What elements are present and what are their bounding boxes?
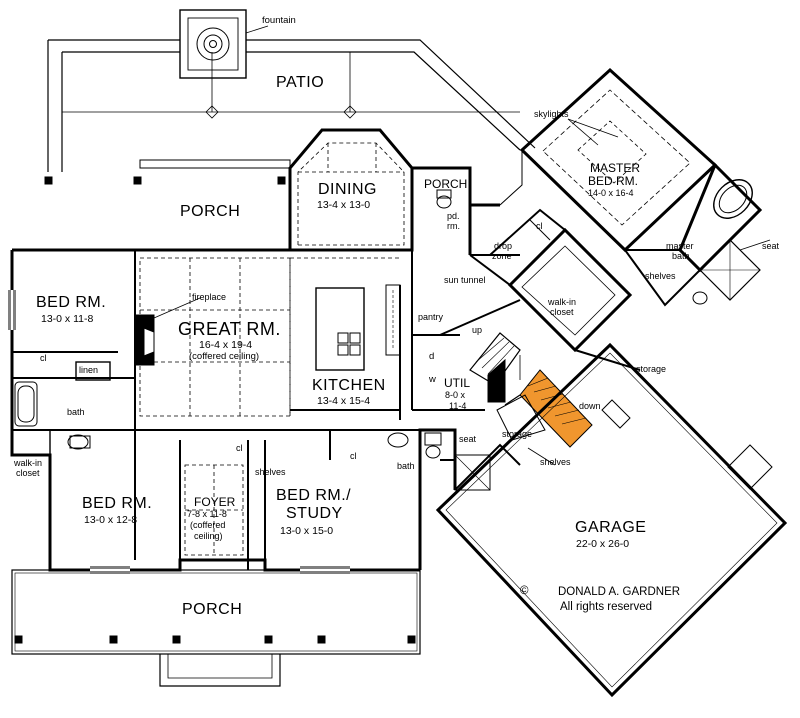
drop-zone-label-2: zone [492, 251, 512, 261]
foyer-coffer [184, 464, 244, 556]
bed-walkin-label-2: closet [16, 468, 40, 478]
foyer-label: FOYER [194, 495, 236, 509]
storage-label-2: storage [502, 429, 533, 439]
kitchen-label: KITCHEN [312, 377, 386, 394]
dryer-label: d [429, 351, 435, 362]
washer-label: w [429, 374, 436, 385]
stair [469, 332, 593, 466]
study-bath-label: bath [397, 461, 415, 471]
copyright-symbol: © [520, 585, 529, 597]
kitchen-size: 13-4 x 15-4 [317, 395, 371, 407]
walkin-closet-master-2: closet [550, 307, 574, 317]
fountain-label: fountain [262, 15, 296, 26]
dining-label: DINING [318, 181, 377, 198]
great-room-coffer-grid [139, 257, 400, 417]
master-seat-label: seat [762, 241, 780, 251]
rear-porch [12, 159, 291, 252]
study-label-1: BED RM./ [276, 487, 352, 504]
seat-label-2: seat [459, 434, 477, 444]
bed-bath-label: bath [67, 407, 85, 417]
storage-label-1: storage [636, 364, 667, 374]
master-label-1: MASTER [590, 161, 641, 175]
great-room-label: GREAT RM. [178, 319, 281, 339]
master-wing [439, 67, 771, 371]
master-shelves-label: shelves [645, 271, 676, 281]
stair-down-label: down [579, 401, 601, 411]
walkin-closet-master-1: walk-in [548, 297, 577, 307]
foyer-note-2: ceiling) [194, 531, 223, 541]
copyright-line-2: All rights reserved [560, 601, 653, 613]
bed-walkin-label-1: walk-in [14, 458, 43, 468]
study-cl-label: cl [350, 451, 357, 461]
patio-label: PATIO [276, 74, 325, 91]
bed1-size: 13-0 x 11-8 [41, 313, 94, 325]
pantry-label: pantry [418, 312, 444, 322]
skylights-label: skylights [534, 109, 569, 119]
fountain-symbol [179, 9, 269, 79]
dining-size: 13-4 x 13-0 [317, 199, 371, 211]
stair-highlight [519, 369, 593, 448]
study-size: 13-0 x 15-0 [280, 525, 334, 537]
garage [435, 342, 788, 698]
foyer-size: 7-8 x 11-8 [187, 509, 227, 519]
windows [8, 290, 350, 574]
util-size-1: 8-0 x [445, 390, 466, 400]
master-bath-label-1: master [666, 241, 694, 251]
stair-up-label: up [472, 325, 483, 335]
master-size: 14-0 x 16-4 [588, 188, 634, 198]
patio-outline [47, 39, 536, 172]
study-shelves-label: shelves [255, 467, 286, 477]
rear-porch-label: PORCH [180, 203, 241, 220]
master-porch-label: PORCH [424, 177, 468, 191]
great-room-note: (coffered ceiling) [189, 351, 260, 362]
bed2-label: BED RM. [82, 495, 153, 512]
front-porch-label: PORCH [182, 601, 243, 618]
great-room-size: 16-4 x 19-4 [199, 339, 253, 351]
copyright-line-1: DONALD A. GARDNER [558, 586, 681, 598]
shelves-label-2: shelves [540, 457, 571, 467]
bath-fixtures [11, 189, 452, 459]
util-label: UTIL [444, 376, 471, 390]
bed2-size: 13-0 x 12-8 [84, 514, 138, 526]
garage-label: GARAGE [575, 519, 647, 536]
linen-label: linen [79, 365, 99, 375]
util-size-2: 11-4 [449, 401, 467, 411]
study-label-2: STUDY [286, 505, 343, 522]
bed1-label: BED RM. [36, 294, 107, 311]
kitchen-island [315, 284, 401, 371]
pd-rm-label-2: rm. [447, 221, 460, 231]
foyer-note-1: (coffered [190, 520, 226, 530]
master-cl-label: cl [536, 221, 543, 231]
drop-zone-label-1: drop [494, 241, 513, 251]
fireplace-label: fireplace [192, 292, 227, 302]
front-porch [11, 569, 421, 687]
pd-rm-label-1: pd. [447, 211, 460, 221]
master-bath-label-2: bath [672, 251, 690, 261]
fireplace-symbol [135, 297, 201, 366]
foyer-cl-label: cl [236, 443, 243, 453]
sun-tunnel-label: sun tunnel [444, 275, 486, 285]
master-label-2: BED RM. [588, 174, 639, 188]
bed1-cl-label: cl [40, 353, 47, 363]
garage-size: 22-0 x 26-0 [576, 538, 630, 550]
